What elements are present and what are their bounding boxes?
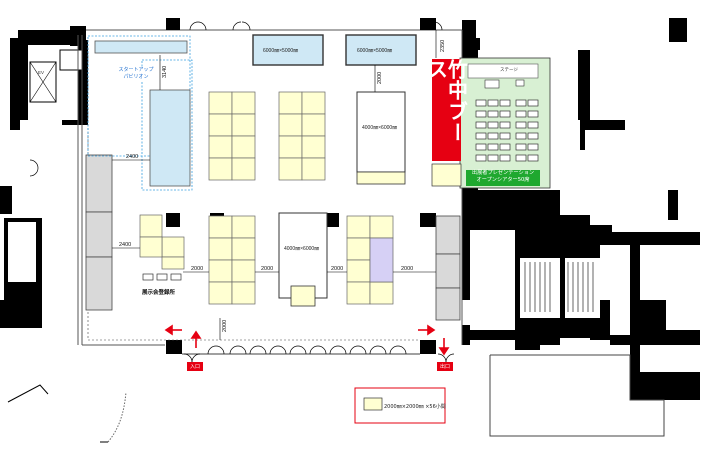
mid-large-booths	[278, 91, 406, 307]
booth-size-mid-lower: 4000㎜×6000㎜	[284, 246, 319, 252]
entrance-arrows	[164, 324, 450, 356]
booth-size-top-left: 6000㎜×5000㎜	[263, 48, 298, 54]
startup-pavilion-line1: スタートアップ	[118, 67, 154, 73]
left-corridor	[85, 154, 113, 311]
lower-right-outline	[489, 354, 665, 437]
stair-hatch	[524, 262, 594, 312]
elevator-label: EV	[38, 70, 44, 75]
purple-booth	[369, 237, 394, 283]
lower-left-wall	[7, 384, 127, 443]
elevator	[29, 49, 83, 103]
bottom-wall	[182, 345, 455, 363]
dim-2400-a: 2400	[126, 154, 138, 160]
dim-2000-top: 2000	[377, 72, 383, 84]
takenaka-booth-label: 竹中ブース	[424, 59, 469, 143]
legend-label: 2000㎜×2000㎜ ×56小間	[384, 404, 446, 410]
dim-3140: 3140	[162, 66, 168, 78]
dim-2000-2: 2000	[261, 266, 273, 272]
right-corridor	[435, 215, 461, 321]
exit-tag: 出口	[437, 362, 454, 371]
takenaka-booth-sign: 竹中ブース	[425, 59, 469, 161]
dim-2350: 2350	[440, 40, 446, 52]
legend-box	[354, 387, 446, 424]
presentation-theater-line2: オープンシアター50席	[476, 177, 530, 184]
dim-2000-4: 2000	[401, 266, 413, 272]
dim-2000-1: 2000	[191, 266, 203, 272]
top-large-booths	[252, 34, 417, 66]
dim-2400-b: 2400	[119, 242, 131, 248]
booth-size-mid-upper: 4000㎜×6000㎜	[362, 125, 397, 131]
dim-2000-3: 2000	[331, 266, 343, 272]
startup-pavilion	[87, 35, 193, 191]
small-booth-grid	[139, 91, 394, 305]
exhibit-office-desks	[142, 273, 182, 281]
exhibit-office-label: 展示会登録所	[142, 288, 176, 296]
entrance-tag: 入口	[187, 362, 204, 371]
startup-pavilion-line2: パビリオン	[123, 74, 149, 80]
takenaka-base	[431, 163, 462, 187]
presentation-theater-line1: 出展者プレゼンテーション	[471, 170, 535, 176]
booth-size-top-right: 6000㎜×5000㎜	[357, 48, 392, 54]
presentation-theater-banner: 出展者プレゼンテーション オープンシアター50席	[466, 170, 540, 186]
stage-label: ステージ	[500, 68, 518, 73]
startup-pavilion-label: スタートアップ パビリオン	[114, 67, 158, 81]
dim-2000-5: 2000	[222, 320, 228, 332]
theater-area	[459, 57, 551, 189]
dimension-lines	[112, 30, 437, 340]
